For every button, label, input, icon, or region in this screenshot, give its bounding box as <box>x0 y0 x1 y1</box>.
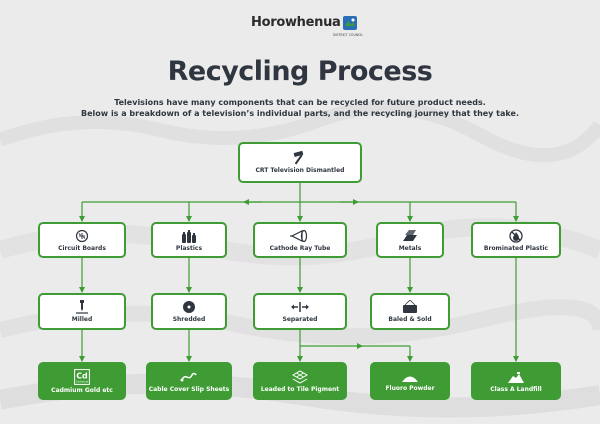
circuit-boards-label: Circuit Boards <box>58 244 106 252</box>
cadmium-element-icon: Cd Cadmium <box>74 368 90 385</box>
leaded-to-tile-pigment-box: Leaded to Tile Pigment <box>253 362 347 400</box>
cable-cover-slip-sheets-box: Cable Cover Slip Sheets <box>146 362 232 400</box>
crt-television-dismantled-box: CRT Television Dismantled <box>238 142 362 183</box>
cable-cover-slip-sheets-label: Cable Cover Slip Sheets <box>148 385 230 393</box>
page-title: Recycling Process <box>167 56 433 87</box>
no-fire-icon <box>509 228 523 243</box>
cathode-ray-tube-icon <box>290 229 308 242</box>
leaded-to-tile-pigment-label: Leaded to Tile Pigment <box>260 385 340 393</box>
class-a-landfill-label: Class A Landfill <box>490 385 542 393</box>
logo-wordmark: Horowhenua <box>251 15 341 30</box>
separate-arrows-icon <box>291 302 309 312</box>
subtitle-line-1: Televisions have many components that ca… <box>114 98 486 107</box>
baled-and-sold-box: Baled & Sold <box>370 293 450 330</box>
council-emblem-icon <box>342 16 357 30</box>
cadmium-gold-label: Cadmium Gold etc <box>51 386 113 394</box>
brominated-plastic-box: Brominated Plastic <box>471 222 561 258</box>
plastics-box: Plastics <box>151 222 227 258</box>
crt-television-dismantled-label: CRT Television Dismantled <box>255 167 345 174</box>
milled-label: Milled <box>71 316 93 323</box>
circuit-boards-box: Circuit Boards <box>38 222 126 258</box>
saw-blade-icon <box>183 301 195 313</box>
element-symbol: Cd <box>76 371 88 380</box>
logo-subtitle: DISTRICT COUNCIL <box>333 33 364 37</box>
landfill-icon <box>508 371 524 383</box>
cable-icon <box>180 372 197 381</box>
council-logo: Horowhenua DISTRICT COUNCIL <box>251 15 363 38</box>
milled-box: Milled <box>38 293 126 330</box>
shredded-label: Shredded <box>172 316 206 323</box>
fluoro-powder-label: Fluoro Powder <box>385 384 435 392</box>
circuit-board-icon <box>75 229 89 242</box>
baled-and-sold-label: Baled & Sold <box>388 316 432 323</box>
cathode-ray-tube-box: Cathode Ray Tube <box>253 222 347 258</box>
metals-label: Metals <box>398 244 422 252</box>
sold-sign-icon <box>403 300 417 313</box>
tiles-icon <box>292 369 308 384</box>
shredded-box: Shredded <box>151 293 227 330</box>
element-name: Cadmium <box>76 379 89 383</box>
plastics-label: Plastics <box>175 244 203 252</box>
subtitle-line-2: Below is a breakdown of a television’s i… <box>81 109 519 118</box>
fluoro-powder-box: Fluoro Powder <box>370 362 450 400</box>
separated-box: Separated <box>253 293 347 330</box>
cadmium-gold-box: Cd Cadmium Cadmium Gold etc <box>38 362 126 400</box>
hammer-icon <box>293 151 304 165</box>
powder-pile-icon <box>402 376 418 382</box>
plastic-bottles-icon <box>182 229 196 243</box>
metals-box: Metals <box>376 222 444 258</box>
brominated-plastic-label: Brominated Plastic <box>483 244 549 252</box>
cathode-ray-tube-label: Cathode Ray Tube <box>269 244 331 252</box>
separated-label: Separated <box>282 316 318 323</box>
class-a-landfill-box: Class A Landfill <box>471 362 561 400</box>
metal-bars-icon <box>403 229 417 241</box>
drill-icon <box>76 300 88 314</box>
